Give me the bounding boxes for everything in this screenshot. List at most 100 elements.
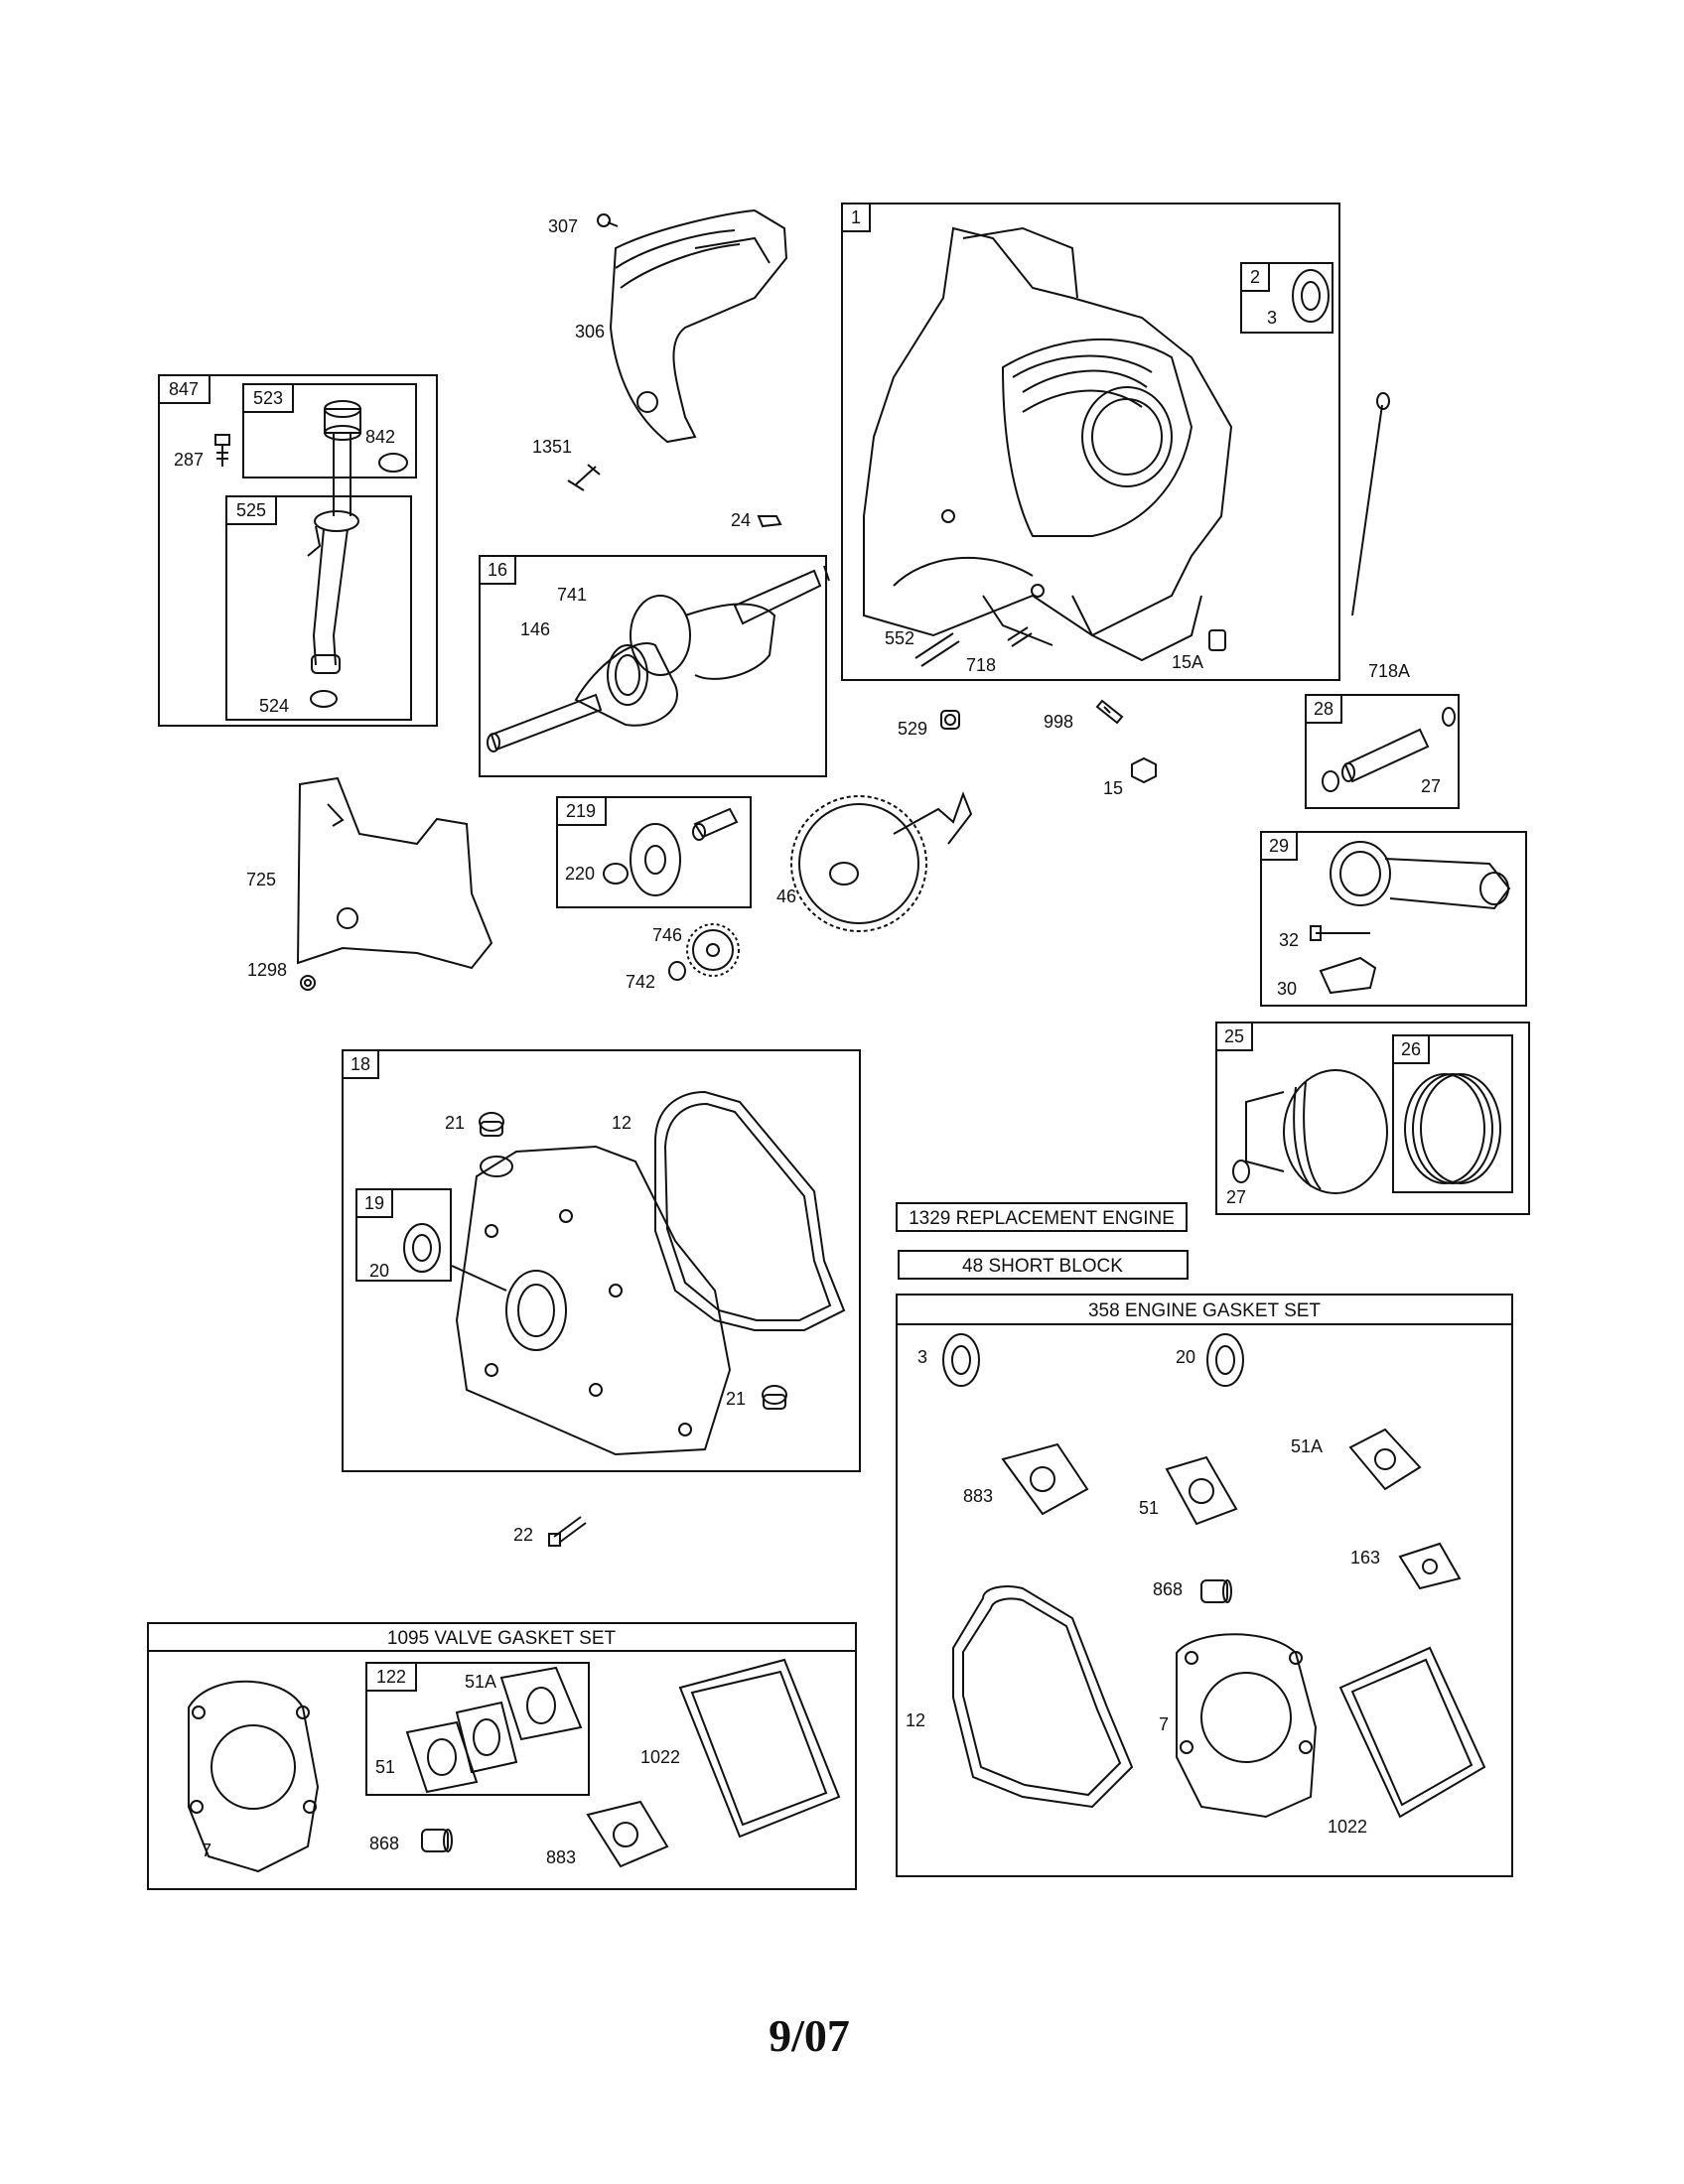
breather-15A-part <box>1208 629 1226 651</box>
gasket-122-middle-part <box>455 1701 518 1774</box>
washer-220-part <box>603 863 629 885</box>
label-7a: 7 <box>1159 1714 1169 1734</box>
piston-part <box>1245 1069 1388 1194</box>
label-718: 718 <box>966 655 996 675</box>
gear-741-part <box>607 644 648 706</box>
gasket-51b-part <box>405 1720 479 1794</box>
label-32: 32 <box>1279 930 1299 950</box>
blower-housing-306-part <box>609 208 788 444</box>
label-20b: 20 <box>1176 1347 1195 1367</box>
group-28-piston-pin <box>1305 694 1460 809</box>
oring-842-part <box>378 453 408 473</box>
piston-rings-part <box>1404 1073 1501 1184</box>
label-24: 24 <box>731 510 751 530</box>
box-26 <box>1392 1034 1513 1193</box>
label-51Ab: 51A <box>465 1672 496 1692</box>
label-725: 725 <box>246 870 276 889</box>
box-1095 <box>147 1622 857 1890</box>
governor-gear-part <box>630 823 681 896</box>
valve-cover-gasket-1022b-part <box>678 1658 841 1839</box>
bolt-287-part <box>214 434 230 467</box>
box-label-29: 29 <box>1269 836 1289 856</box>
label-30: 30 <box>1277 979 1297 999</box>
label-842: 842 <box>365 427 395 447</box>
label-306: 306 <box>575 322 605 341</box>
label-51Aa: 51A <box>1291 1436 1323 1456</box>
box-28 <box>1305 694 1460 809</box>
nut-15-part <box>1131 756 1157 784</box>
oil-dipper-30-part <box>1319 956 1377 995</box>
cover-part <box>451 1145 732 1456</box>
label-529: 529 <box>898 719 927 739</box>
group-358-engine-gasket-set <box>896 1294 1513 1877</box>
seal-20b-part <box>1206 1333 1244 1387</box>
label-741: 741 <box>557 585 587 605</box>
gasket-883a-part <box>1001 1442 1089 1516</box>
head-gasket-7b-part <box>188 1680 320 1873</box>
gasket-12b-part <box>952 1585 1134 1809</box>
clip-27b-part <box>1232 1160 1250 1183</box>
label-1022b: 1022 <box>640 1747 680 1767</box>
label-3b: 3 <box>917 1347 927 1367</box>
label-220: 220 <box>565 864 595 884</box>
box-523 <box>242 383 417 478</box>
camshaft-46-part <box>790 791 973 932</box>
seal-868b-part <box>421 1829 453 1852</box>
governor-shaft-part <box>692 807 739 841</box>
box-label-523: 523 <box>253 388 283 408</box>
connecting-rod-part <box>1330 841 1511 910</box>
title-engine-gasket-set: 358 ENGINE GASKET SET <box>1088 1300 1321 1321</box>
box-label-1: 1 <box>851 207 861 227</box>
stud-1351-part <box>567 464 601 491</box>
group-29-connecting-rod <box>1260 831 1527 1007</box>
gasket-51Aa-part <box>1348 1428 1422 1491</box>
head-gasket-7a-part <box>1176 1633 1318 1819</box>
stud-998-part <box>1095 699 1124 725</box>
title-replacement-engine: 1329 REPLACEMENT ENGINE <box>909 1208 1175 1229</box>
group-18-crankcase-cover <box>342 1049 861 1472</box>
label-15: 15 <box>1103 778 1123 798</box>
baffle-725-part <box>296 776 493 970</box>
gasket-163-part <box>1398 1542 1462 1590</box>
plug-21a-part <box>479 1112 504 1137</box>
group-1095-valve-gasket-set <box>147 1622 857 1890</box>
plug-21b-part <box>762 1385 787 1410</box>
box-358 <box>896 1294 1513 1877</box>
title-short-block: 48 SHORT BLOCK <box>962 1256 1123 1277</box>
short-block-box <box>898 1250 1189 1280</box>
group-16-crankshaft <box>479 555 830 777</box>
box-525 <box>225 495 412 721</box>
box-847 <box>158 374 438 727</box>
box-label-18: 18 <box>351 1054 370 1074</box>
seal-20a-part <box>403 1223 441 1273</box>
label-287: 287 <box>174 450 204 470</box>
clip-27a-part <box>1442 707 1456 727</box>
label-883a: 883 <box>963 1486 993 1506</box>
oring-524-part <box>310 690 338 708</box>
replacement-engine-box <box>896 1202 1188 1232</box>
label-1298: 1298 <box>247 960 287 980</box>
label-12a: 12 <box>612 1113 632 1133</box>
label-51a: 51 <box>1139 1498 1159 1518</box>
seal-868a-part <box>1200 1579 1232 1603</box>
dowel-552-part <box>914 632 960 667</box>
box-18 <box>342 1049 861 1472</box>
label-552: 552 <box>885 628 914 648</box>
label-46: 46 <box>776 887 796 906</box>
gasket-883b-part <box>586 1800 669 1868</box>
crankshaft-part <box>487 565 830 752</box>
nut-1298-part <box>300 975 316 991</box>
box-19 <box>355 1188 452 1282</box>
label-718A: 718A <box>1368 661 1410 681</box>
box-label-525: 525 <box>236 500 266 520</box>
box-label-28: 28 <box>1314 699 1333 719</box>
label-12b: 12 <box>906 1710 925 1730</box>
label-307: 307 <box>548 216 578 236</box>
label-868b: 868 <box>369 1834 399 1853</box>
box-label-19: 19 <box>364 1193 384 1213</box>
box-219 <box>556 796 752 908</box>
ring-742-part <box>668 961 686 981</box>
group-219-governor <box>556 796 752 908</box>
box-label-25: 25 <box>1224 1026 1244 1046</box>
box-1 <box>841 203 1340 681</box>
